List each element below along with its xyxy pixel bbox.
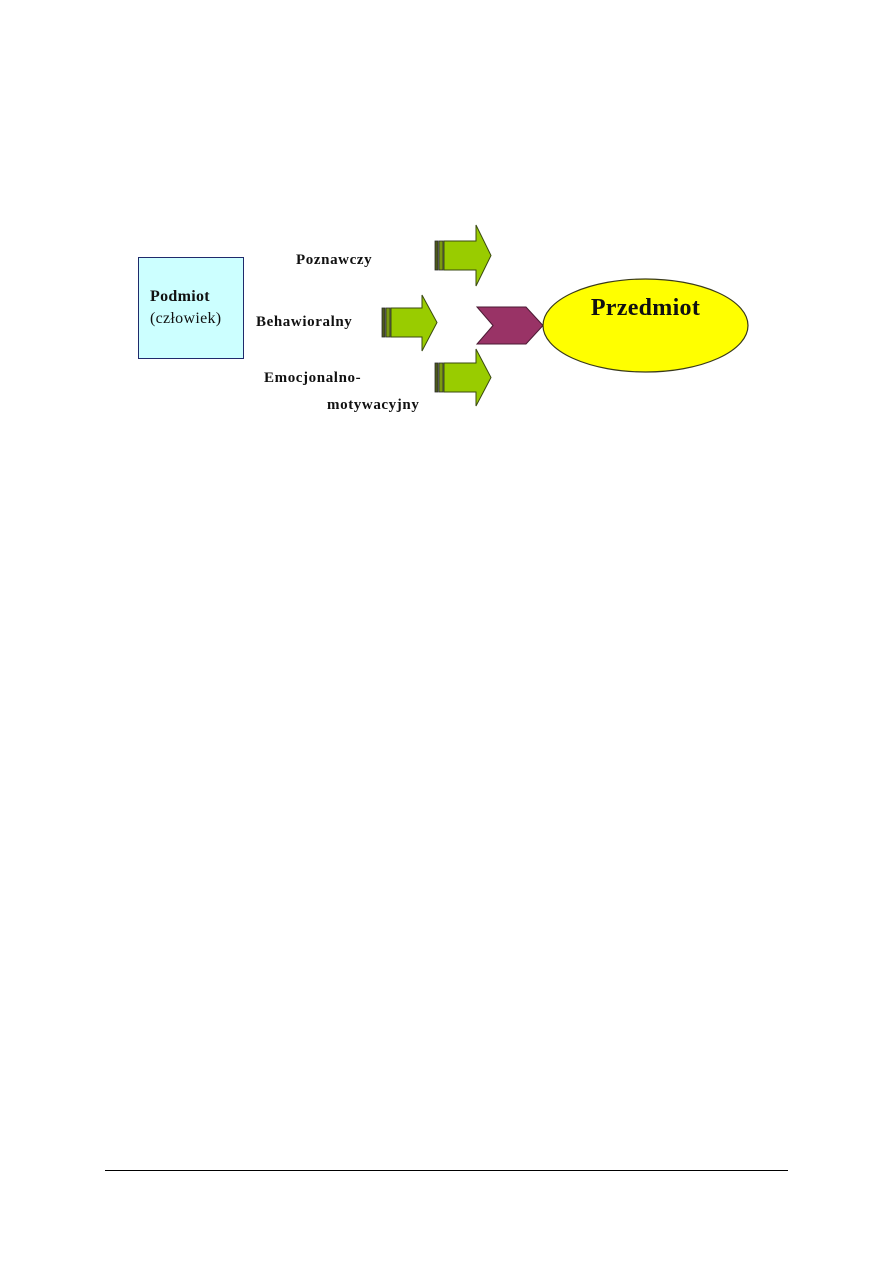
subject-title: Podmiot bbox=[150, 288, 210, 305]
label-behavioral: Behawioralny bbox=[256, 314, 353, 330]
object-ellipse bbox=[542, 278, 749, 373]
attitude-structure-diagram: Podmiot (człowiek) Poznawczy Behawioraln… bbox=[0, 0, 893, 450]
chevron-arrow-icon bbox=[475, 306, 544, 345]
label-cognitive: Poznawczy bbox=[296, 252, 373, 268]
object-label: Przedmiot bbox=[590, 295, 701, 321]
footer-divider bbox=[105, 1170, 788, 1171]
diagram-shapes bbox=[381, 224, 749, 407]
green-arrow-icon-emotional-motivational bbox=[434, 348, 492, 407]
green-arrow-icon-behavioral bbox=[381, 294, 438, 352]
green-arrow-icon-cognitive bbox=[434, 224, 492, 287]
label-emotional-line2: motywacyjny bbox=[327, 397, 420, 413]
label-emotional-line1: Emocjonalno- bbox=[264, 370, 362, 386]
subject-subtitle: (człowiek) bbox=[150, 310, 222, 327]
subject-box: Podmiot (człowiek) bbox=[138, 257, 244, 359]
